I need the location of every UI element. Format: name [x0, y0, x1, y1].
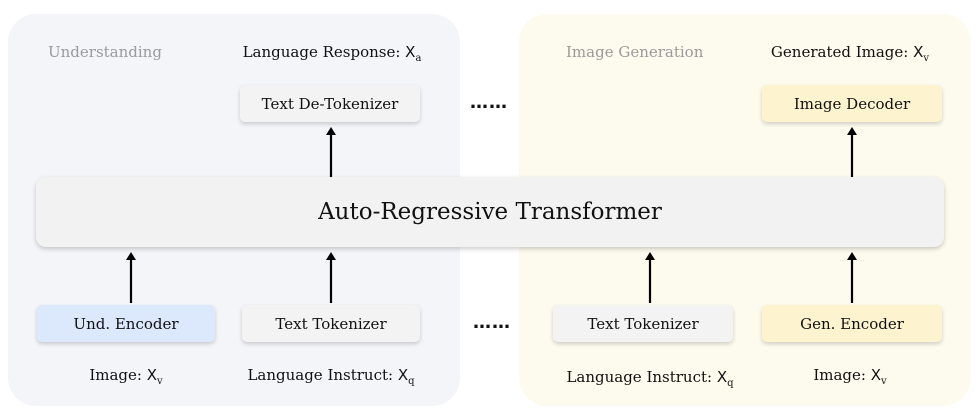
ellipsis-bottom: ……	[473, 312, 511, 333]
image-input-text-left: Image:	[89, 366, 142, 384]
language-response-subscript: a	[415, 53, 422, 64]
generated-image-symbol: X	[913, 43, 924, 61]
image-input-label-left: Image: Xv	[89, 366, 162, 387]
und-encoder-box: Und. Encoder	[37, 305, 215, 342]
auto-regressive-transformer: Auto-Regressive Transformer	[36, 177, 944, 247]
language-instruct-text-right: Language Instruct:	[566, 368, 713, 386]
image-input-symbol-left: X	[146, 366, 158, 384]
generated-image-label: Generated Image: Xv	[771, 43, 929, 64]
language-instruct-symbol-left: X	[397, 366, 409, 384]
language-instruct-symbol-right: X	[716, 368, 728, 386]
text-tokenizer-box-left: Text Tokenizer	[242, 305, 420, 342]
language-instruct-label-right: Language Instruct: Xq	[566, 368, 733, 389]
language-instruct-text-left: Language Instruct:	[247, 366, 394, 384]
language-response-label: Language Response: Xa	[243, 43, 422, 64]
generated-image-text: Generated Image:	[770, 43, 909, 61]
language-response-symbol: X	[405, 43, 416, 61]
gen-encoder-box: Gen. Encoder	[762, 305, 942, 342]
language-instruct-subscript-right: q	[727, 378, 734, 389]
image-decoder-box: Image Decoder	[762, 85, 942, 122]
language-instruct-subscript-left: q	[408, 376, 415, 387]
image-input-symbol-right: X	[870, 366, 882, 384]
ellipsis-top: ……	[470, 92, 508, 113]
image-input-text-right: Image:	[813, 366, 866, 384]
image-input-subscript-right: v	[881, 376, 887, 387]
generated-image-subscript: v	[923, 53, 930, 64]
image-generation-title: Image Generation	[566, 43, 704, 61]
text-tokenizer-box-right: Text Tokenizer	[553, 305, 733, 342]
understanding-title: Understanding	[48, 43, 162, 61]
language-instruct-label-left: Language Instruct: Xq	[247, 366, 414, 387]
image-input-label-right: Image: Xv	[813, 366, 886, 387]
language-response-text: Language Response:	[242, 43, 401, 61]
image-input-subscript-left: v	[157, 376, 163, 387]
text-detokenizer-box: Text De-Tokenizer	[240, 85, 420, 122]
